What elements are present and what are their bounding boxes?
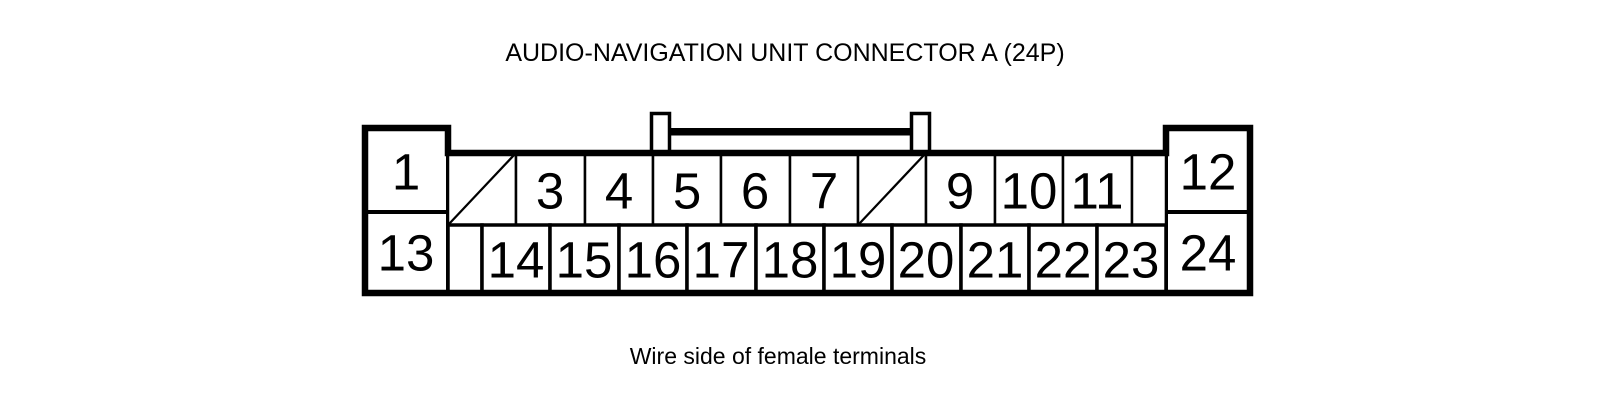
pin-cell-23 <box>1095 223 1168 295</box>
pin-cell-18 <box>754 223 826 295</box>
connector-lock-bar <box>667 128 915 136</box>
connector-outline <box>361 124 1254 297</box>
pin-label-16: 16 <box>625 232 682 289</box>
pin-label-21: 21 <box>967 232 1024 289</box>
pin-label-23: 23 <box>1103 232 1160 289</box>
pin-label-6: 6 <box>741 163 769 220</box>
pin-label-20: 20 <box>898 232 955 289</box>
pin-label-11: 11 <box>1071 163 1124 220</box>
diagram-caption: Wire side of female terminals <box>629 343 927 369</box>
pin-label-19: 19 <box>830 232 887 289</box>
connector-lock-tab-left <box>649 111 672 158</box>
pin-label-12: 12 <box>1180 144 1237 201</box>
pin-label-5: 5 <box>673 163 701 220</box>
pin-label-10: 10 <box>1001 163 1058 220</box>
pin-label-4: 4 <box>605 163 633 220</box>
pin-label-3: 3 <box>536 163 564 220</box>
no-pin-diagonal-2 <box>448 153 516 225</box>
pin-label-15: 15 <box>556 232 613 289</box>
blank-key-cell-bottom <box>446 223 484 295</box>
pin-label-14: 14 <box>488 232 545 289</box>
pin-cell-11 <box>1061 151 1134 227</box>
pin-label-9: 9 <box>946 163 974 220</box>
pin-cell-17 <box>685 223 758 295</box>
pin-label-13: 13 <box>378 225 435 282</box>
pin-label-24: 24 <box>1180 225 1237 282</box>
pin-label-1: 1 <box>392 144 420 201</box>
pin-label-7: 7 <box>810 163 838 220</box>
pin-cell-15 <box>548 223 621 295</box>
pin-cell-5 <box>651 151 723 227</box>
connector-lock-tab-right <box>909 111 932 158</box>
no-pin-diagonal-8 <box>858 153 926 225</box>
pin-label-17: 17 <box>693 232 750 289</box>
pin-label-22: 22 <box>1035 232 1092 289</box>
pin-label-18: 18 <box>762 232 819 289</box>
pin-cell-22 <box>1027 223 1099 295</box>
diagram-title: AUDIO-NAVIGATION UNIT CONNECTOR A (24P) <box>505 39 1065 67</box>
blank-key-cell-top <box>1130 151 1168 227</box>
